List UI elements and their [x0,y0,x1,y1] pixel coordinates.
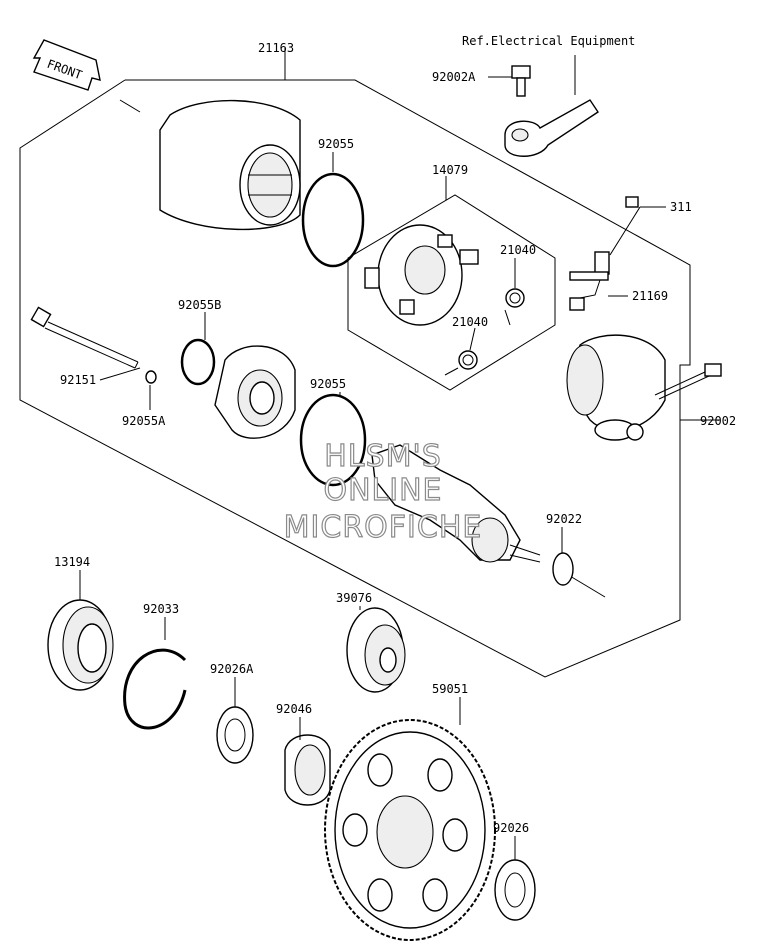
washer-92026 [494,859,536,921]
label-92055-top: 92055 [318,137,354,151]
o-ring-92055a [145,370,157,384]
starter-housing [159,99,301,231]
gear-39076 [346,607,406,693]
label-39076: 39076 [336,591,372,605]
label-59051: 59051 [432,682,468,696]
terminal-set [569,196,641,311]
label-13194: 13194 [54,555,90,569]
label-21040-b: 21040 [452,315,488,329]
label-92046: 92046 [276,702,312,716]
end-cover [566,334,666,441]
assembly-outline [19,48,691,678]
bolt-92002 [654,363,722,400]
part-labels: Ref.Electrical Equipment 21163 92002A 92… [54,34,736,835]
terminal-bolt [511,65,531,97]
o-ring-92055b [180,338,216,386]
snap-ring-92033 [123,648,187,730]
ref-label: Ref.Electrical Equipment [462,34,635,48]
label-311: 311 [670,200,692,214]
washer-92026a [216,706,254,764]
o-ring-92055-top [301,172,365,268]
o-ring-92055-mid [299,393,367,487]
label-92033: 92033 [143,602,179,616]
label-21163: 21163 [258,41,294,55]
label-92055-mid: 92055 [310,377,346,391]
watermark-line-2: ONLINE [323,473,442,508]
label-92026a: 92026A [210,662,254,676]
brush-spring-upper [504,288,525,326]
watermark-line-3: MICROFICHE [284,510,483,545]
label-92002: 92002 [700,414,736,428]
front-arrow-icon: FRONT [32,39,101,91]
leader-lines [79,76,720,860]
label-21169: 21169 [632,289,668,303]
washer-92022 [552,552,574,586]
long-bolt [30,306,139,369]
watermark-line-1: HLSM'S [324,439,442,474]
label-92055a: 92055A [122,414,166,428]
label-92055b: 92055B [178,298,221,312]
starter-gear-59051 [324,719,496,941]
label-14079: 14079 [432,163,468,177]
armature [371,444,541,563]
brush-spring-lower [444,350,478,376]
label-21040-a: 21040 [500,243,536,257]
brush-holder [364,224,479,326]
label-92002a: 92002A [432,70,476,84]
front-cover [214,345,296,439]
label-92022: 92022 [546,512,582,526]
label-92151: 92151 [60,373,96,387]
electrical-cable [504,55,599,157]
clutch-13194 [47,599,114,691]
needle-bearing-92046 [284,734,331,806]
watermark: HLSM'S ONLINE MICROFICHE [283,438,483,545]
label-92026: 92026 [493,821,529,835]
washer-inner-92026a [224,718,246,752]
